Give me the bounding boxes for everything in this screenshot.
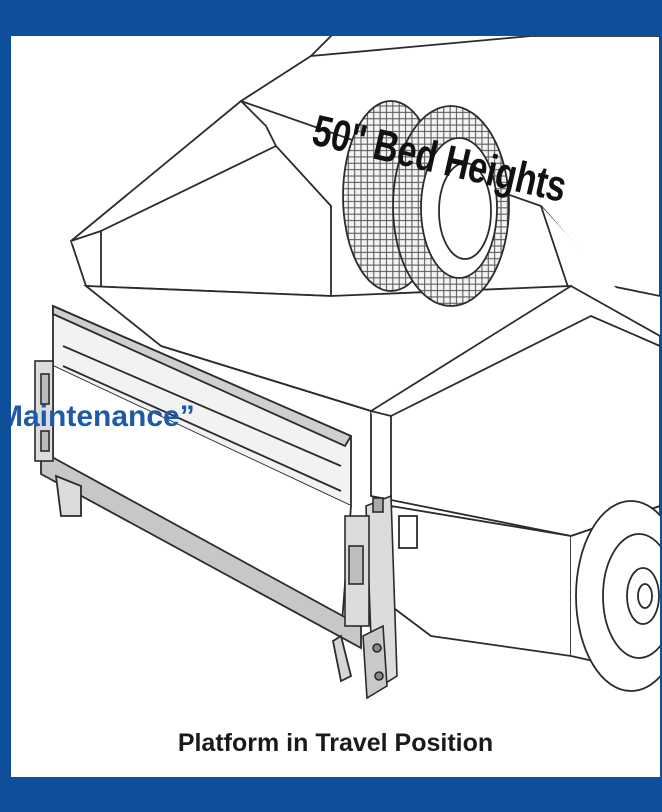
- left-bracket: [34, 360, 54, 462]
- spare-tires: [342, 100, 510, 307]
- figure-caption: Platform in Travel Position: [177, 729, 494, 757]
- liftgate-platform: [40, 304, 362, 683]
- maintenance-label: Maintenance”: [11, 400, 195, 433]
- truck-liftgate-drawing: [34, 36, 660, 700]
- right-bracket: [344, 494, 398, 700]
- illustration-panel: 50" Bed Heights Maintenance” Platform in…: [11, 36, 660, 777]
- rear-wheel: [575, 500, 660, 692]
